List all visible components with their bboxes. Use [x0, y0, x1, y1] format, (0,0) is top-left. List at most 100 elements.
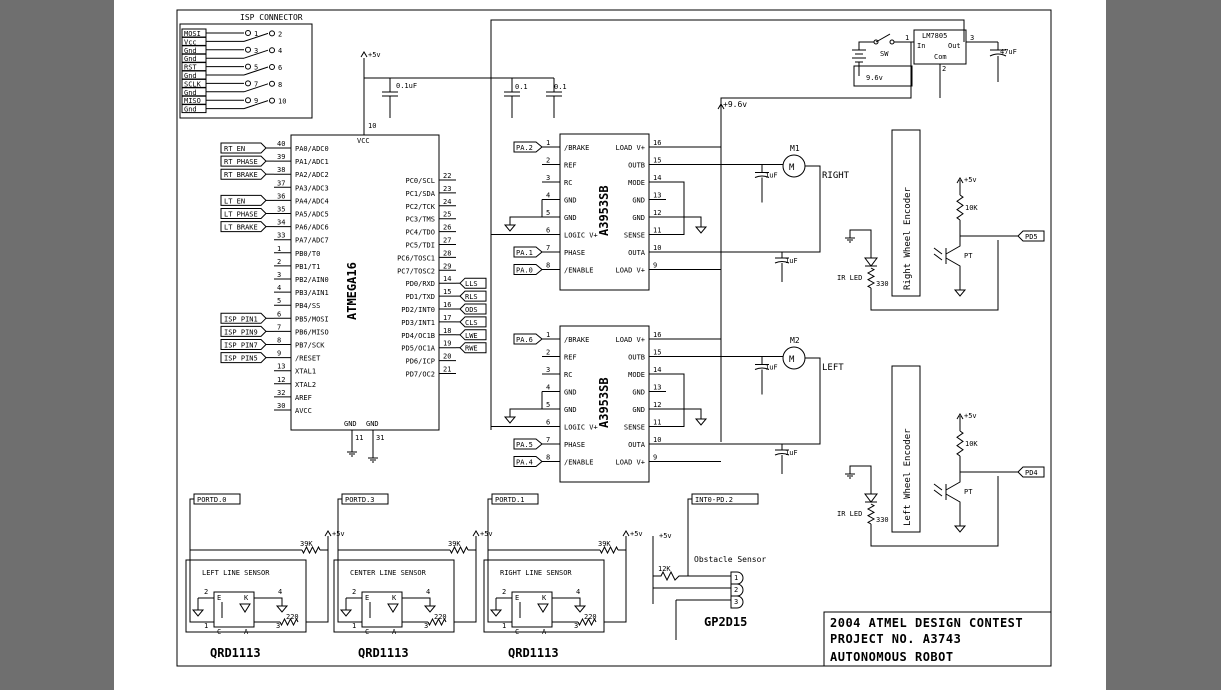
- sensor-pullup-resistor: [599, 545, 619, 555]
- encoder-led-wire: [849, 229, 872, 252]
- pt-supply-label: +5v: [964, 176, 977, 184]
- isp-wire: [243, 100, 269, 110]
- driver-pin-number: 2: [546, 157, 550, 165]
- mcu-pin-number: 40: [277, 140, 285, 148]
- mcu-pin-number: 22: [443, 172, 451, 180]
- isp-pin-number: 6: [278, 64, 282, 72]
- mcu-pin-name: PB4/SS: [295, 302, 320, 310]
- mcu-net-flag: [220, 142, 267, 154]
- pt-emitter: [945, 493, 961, 526]
- sensor-pin-e: E: [365, 594, 369, 602]
- driver-pin-name: GND: [632, 389, 645, 397]
- mcu-net-label: ISP PIN1: [224, 315, 258, 323]
- cap-01a-label: 0.1: [515, 83, 528, 91]
- driver-gnd-triangle: [694, 418, 708, 426]
- driver-pin-number: 11: [653, 227, 661, 235]
- sensor-gnd: [423, 605, 437, 613]
- title-block-box: [823, 611, 1052, 667]
- sensor-signal-wire: [337, 550, 362, 623]
- sensor-pullup-resistor: [449, 545, 469, 555]
- driver-pin-name: GND: [564, 389, 577, 397]
- mcu-pin-number: 6: [277, 310, 281, 318]
- vcc-arrow: [360, 51, 368, 58]
- cap-out-label: 47uF: [1000, 48, 1017, 56]
- driver-pin-name: RC: [564, 371, 572, 379]
- mcu-pin-name: PC1/SDA: [405, 190, 435, 198]
- isp-pin-circle: [245, 46, 251, 53]
- sensor-led-supply: [454, 550, 477, 623]
- mcu-net-label: LT PHASE: [224, 211, 258, 219]
- mcu-vcc-pin: 10: [368, 122, 376, 130]
- obstacle-net: INT0-PD.2: [695, 496, 733, 504]
- driver-gnd-wire: [666, 216, 702, 227]
- mcu-pin-number: 4: [277, 284, 281, 292]
- mcu-vcc-label: VCC: [357, 137, 370, 145]
- isp-pin-label: RST: [184, 64, 197, 72]
- driver-cap2-plate2: [774, 453, 790, 456]
- pt-pullup-label: 10K: [965, 204, 978, 212]
- pt-pullup-resistor: [956, 430, 964, 457]
- driver-pin-number: 7: [546, 436, 550, 444]
- mcu-pin-name: PA3/ADC3: [295, 184, 329, 192]
- driver-pin-number: 12: [653, 401, 661, 409]
- isp-wire: [243, 32, 269, 42]
- sensor-pin-k: K: [542, 594, 547, 602]
- mcu-pin-name: PB1/T1: [295, 263, 320, 271]
- sensor-pin-4: 4: [576, 588, 580, 596]
- driver-brake-net: PA.6: [516, 336, 533, 344]
- mcu-net-label: RT BRAKE: [224, 171, 258, 179]
- sensor-net-wire: [337, 498, 342, 550]
- mcu-pin-number: 26: [443, 224, 451, 232]
- mcu-gnd-symbol: [368, 457, 378, 463]
- sensor-led-supply: [306, 550, 329, 623]
- driver-pin-name: MODE: [628, 371, 645, 379]
- mcu-pin-name: PC6/TOSC1: [397, 254, 435, 262]
- title-line3: AUTONOMOUS ROBOT: [830, 650, 954, 664]
- encoder-title: Right Wheel Encoder: [903, 186, 913, 290]
- sensor-pin-1: 1: [502, 622, 506, 630]
- driver-mode-wire: [666, 181, 685, 235]
- driver-body: [559, 325, 650, 483]
- mcu-pin-number: 24: [443, 198, 451, 206]
- mcu-gnd2-pin: 31: [376, 434, 384, 442]
- sensor-supply-arrow: [622, 530, 630, 537]
- power-section: +5v 0.1uF 0.1 0.1 LM7805 In Out Com 1 3 …: [363, 19, 1017, 118]
- pt-label: PT: [964, 252, 973, 260]
- mcu-pin-name: PC4/TDO: [405, 229, 435, 237]
- mcu-pin-number: 1: [277, 245, 281, 253]
- driver-pin-name: GND: [564, 406, 577, 414]
- driver-phase-flag: [513, 438, 543, 450]
- obstacle-resistor: [653, 570, 688, 582]
- mcu-pin-name: PA5/ADC5: [295, 211, 329, 219]
- mcu-net-flag: [459, 277, 487, 289]
- motor-direction: RIGHT: [822, 171, 850, 181]
- sensor-pin-c: C: [365, 628, 369, 636]
- ir-led-icon: [864, 493, 878, 503]
- obstacle-sensor: INT0-PD.2 Obstacle Sensor +5v 12K 1 2 3 …: [652, 493, 766, 640]
- mcu-pin-name: PB7/SCK: [295, 342, 325, 350]
- sensor-title: LEFT LINE SENSOR: [202, 569, 270, 577]
- driver-pin-name: RC: [564, 179, 572, 187]
- motor-name: M2: [790, 336, 800, 345]
- isp-wire: [243, 83, 269, 93]
- mcu-pin-number: 14: [443, 275, 451, 283]
- nine-volt-bus: [720, 42, 912, 112]
- driver-pin-number: 3: [546, 174, 550, 182]
- driver-pin-number: 13: [653, 192, 661, 200]
- pt-supply-arrow: [956, 177, 964, 184]
- pt-collector: [945, 472, 961, 491]
- sensor-pin-a: A: [542, 628, 547, 636]
- isp-pin-number: 9: [254, 97, 258, 105]
- driver-cap2-plate2: [774, 261, 790, 264]
- mcu-pin-name: PB5/MOSI: [295, 315, 329, 323]
- sensor-pin-3: 3: [276, 622, 280, 630]
- isp-pin-label: Gnd: [184, 72, 197, 80]
- driver-mode-wire: [666, 373, 685, 427]
- driver-pin-name: GND: [632, 406, 645, 414]
- mcu-pin-name: PA4/ADC4: [295, 197, 329, 205]
- ir-led-label: IR LED: [837, 274, 862, 282]
- sensor-led-resistor: [279, 617, 299, 627]
- encoder-return-wire: [870, 240, 999, 311]
- encoder-net: PD5: [1025, 233, 1038, 241]
- mcu-pin-number: 36: [277, 192, 285, 200]
